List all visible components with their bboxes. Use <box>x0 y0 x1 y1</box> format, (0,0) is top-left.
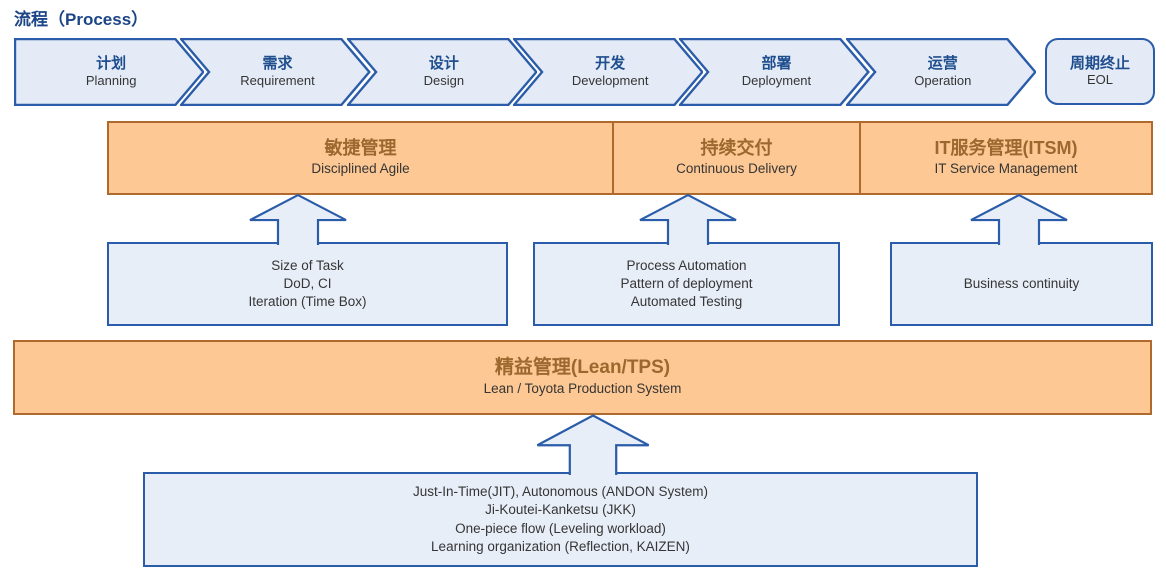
practice-box-continuous-delivery: Process Automation Pattern of deployment… <box>533 242 840 326</box>
method-label-en: Continuous Delivery <box>676 160 797 176</box>
practice-line: DoD, CI <box>283 275 332 291</box>
process-chevron-planning: 计划 Planning <box>14 38 204 106</box>
practice-line: Process Automation <box>626 257 747 273</box>
step-label-en: Development <box>571 72 649 88</box>
process-flow: 计划 Planning 需求 Requirement 设计 Design <box>14 38 1036 106</box>
lean-label-en: Lean / Toyota Production System <box>483 380 682 396</box>
methodology-bar: 敏捷管理 Disciplined Agile 持续交付 Continuous D… <box>107 121 1153 195</box>
method-label-en: IT Service Management <box>934 160 1078 176</box>
step-label-en: Operation <box>914 72 972 88</box>
chevron-arrow-shape <box>513 38 703 106</box>
up-arrow-icon <box>248 193 348 245</box>
step-label-zh: 开发 <box>595 55 626 73</box>
practice-line: Pattern of deployment <box>620 275 753 291</box>
step-label-en: EOL <box>1086 72 1113 88</box>
up-arrow-icon <box>969 193 1069 245</box>
practice-line: Learning organization (Reflection, KAIZE… <box>431 538 690 554</box>
chevron-arrow-shape <box>14 38 204 106</box>
step-label: 运营 Operation <box>846 38 1036 106</box>
up-arrow-icon <box>535 413 651 475</box>
step-label-zh: 周期终止 <box>1069 54 1130 72</box>
step-label-zh: 部署 <box>761 55 792 73</box>
step-label: 计划 Planning <box>14 38 204 106</box>
lean-practices-box: Just-In-Time(JIT), Autonomous (ANDON Sys… <box>143 472 978 567</box>
chevron-arrow-shape <box>846 38 1036 106</box>
step-label-zh: 计划 <box>96 55 127 73</box>
process-chevron-requirement: 需求 Requirement <box>180 38 370 106</box>
step-label-zh: 需求 <box>262 55 293 73</box>
process-chevron-deployment: 部署 Deployment <box>679 38 869 106</box>
up-arrow-icon <box>638 193 738 245</box>
lean-bar: 精益管理(Lean/TPS) Lean / Toyota Production … <box>13 340 1152 415</box>
process-eol-box: 周期终止 EOL <box>1045 38 1155 105</box>
method-segment-disciplined-agile: 敏捷管理 Disciplined Agile <box>109 123 612 193</box>
method-label-zh: 敏捷管理 <box>324 138 397 158</box>
process-chevron-operation: 运营 Operation <box>846 38 1036 106</box>
method-segment-itsm: IT服务管理(ITSM) IT Service Management <box>859 123 1151 193</box>
practice-line: Automated Testing <box>630 294 743 310</box>
practice-box-agile: Size of Task DoD, CI Iteration (Time Box… <box>107 242 508 326</box>
chevron-arrow-shape <box>347 38 537 106</box>
chevron-arrow-shape <box>679 38 869 106</box>
step-label: 部署 Deployment <box>679 38 869 106</box>
process-chevron-development: 开发 Development <box>513 38 703 106</box>
method-label-en: Disciplined Agile <box>311 160 410 176</box>
practice-line: Size of Task <box>271 257 344 273</box>
practice-line: Business continuity <box>963 275 1080 291</box>
step-label: 需求 Requirement <box>180 38 370 106</box>
step-label-zh: 设计 <box>428 55 459 73</box>
practice-line: One-piece flow (Leveling workload) <box>455 520 666 536</box>
page-title: 流程（Process） <box>14 10 149 29</box>
step-label-zh: 运营 <box>927 55 958 73</box>
step-label: 设计 Design <box>347 38 537 106</box>
practice-line: Just-In-Time(JIT), Autonomous (ANDON Sys… <box>412 484 709 500</box>
step-label-en: Deployment <box>741 72 812 88</box>
step-label-en: Requirement <box>240 72 315 88</box>
step-label-en: Planning <box>85 72 137 88</box>
process-chevron-design: 设计 Design <box>347 38 537 106</box>
step-label: 开发 Development <box>513 38 703 106</box>
practice-box-itsm: Business continuity <box>890 242 1153 326</box>
chevron-arrow-shape <box>180 38 370 106</box>
method-label-zh: 持续交付 <box>700 138 773 158</box>
step-label-en: Design <box>423 72 465 88</box>
practice-line: Iteration (Time Box) <box>248 294 367 310</box>
practice-line: Ji-Koutei-Kanketsu (JKK) <box>485 502 636 518</box>
method-label-zh: IT服务管理(ITSM) <box>934 138 1078 158</box>
lean-label-zh: 精益管理(Lean/TPS) <box>494 356 671 378</box>
method-segment-continuous-delivery: 持续交付 Continuous Delivery <box>612 123 859 193</box>
